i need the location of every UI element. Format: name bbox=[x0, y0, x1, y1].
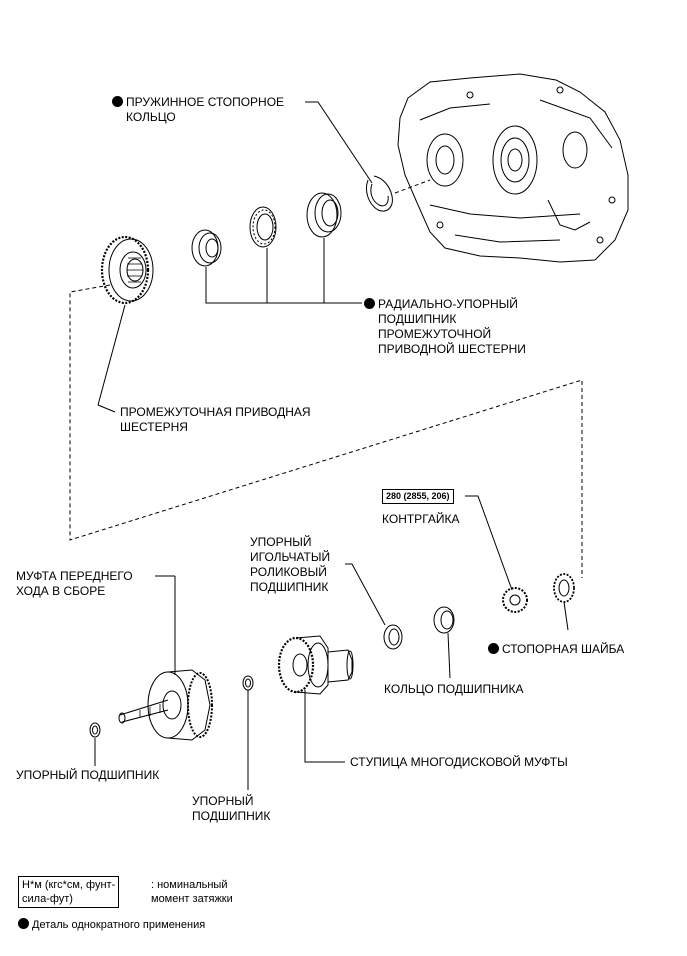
single-use-dot bbox=[364, 298, 375, 309]
idler-gear-shape bbox=[100, 235, 154, 305]
needle-bearing-label-line2: ИГОЛЬЧАТЫЙ bbox=[250, 550, 331, 564]
idler-gear-label-line1: ПРОМЕЖУТОЧНАЯ ПРИВОДНАЯ bbox=[120, 405, 311, 419]
bearing-ring-label: КОЛЬЦО ПОДШИПНИКА bbox=[384, 682, 524, 696]
needle-bearing-label-line4: ПОДШИПНИК bbox=[250, 580, 329, 594]
forward-clutch-shape bbox=[118, 669, 213, 741]
thrust-bearing-shape bbox=[242, 675, 254, 691]
idler-gear-label: ПРОМЕЖУТОЧНАЯ ПРИВОДНАЯ ШЕСТЕРНЯ bbox=[120, 405, 311, 435]
roller-cage bbox=[249, 206, 277, 248]
legend-unit-line2: сила-фут) bbox=[22, 893, 73, 905]
bearing-race-small bbox=[191, 229, 222, 267]
radial-bearing-label-line2: ПОДШИПНИК bbox=[378, 312, 457, 326]
needle-bearing-label: УПОРНЫЙ ИГОЛЬЧАТЫЙ РОЛИКОВЫЙ ПОДШИПНИК bbox=[250, 535, 330, 595]
thrust-bearing-bottom-label: УПОРНЫЙ ПОДШИПНИК bbox=[192, 794, 270, 824]
legend-unit-description: : номинальный момент затяжки bbox=[151, 878, 233, 906]
clutch-hub-label: СТУПИЦА МНОГОДИСКОВОЙ МУФТЫ bbox=[350, 755, 568, 769]
lock-washer-label: СТОПОРНАЯ ШАЙБА bbox=[488, 642, 624, 657]
forward-clutch-label: МУФТА ПЕРЕДНЕГО ХОДА В СБОРЕ bbox=[16, 569, 133, 599]
legend-unit-line1: Н*м (кгс*см, фунт- bbox=[22, 879, 116, 891]
legend-desc-line2: момент затяжки bbox=[151, 893, 233, 905]
thrust-bearing-left-shape bbox=[89, 722, 101, 738]
bearing-ring-shape bbox=[433, 606, 455, 634]
legend-single-use-text: Деталь однократного применения bbox=[32, 919, 206, 931]
snap-ring-label: ПРУЖИННОЕ СТОПОРНОЕ КОЛЬЦО bbox=[112, 95, 284, 125]
snap-ring-label-line2: КОЛЬЦО bbox=[126, 110, 176, 124]
lock-washer-shape bbox=[553, 573, 575, 603]
clutch-hub-shape bbox=[277, 635, 354, 695]
legend-single-use: Деталь однократного применения bbox=[18, 918, 205, 932]
idler-gear-label-line2: ШЕСТЕРНЯ bbox=[120, 420, 188, 434]
legend-unit-box: Н*м (кгс*см, фунт- сила-фут) bbox=[18, 876, 120, 908]
torque-value-box: 280 (2855, 206) bbox=[382, 489, 454, 504]
locknut-shape bbox=[502, 587, 528, 613]
forward-clutch-label-line1: МУФТА ПЕРЕДНЕГО bbox=[16, 569, 133, 583]
radial-bearing-label-line4: ПРИВОДНОЙ ШЕСТЕРНИ bbox=[378, 342, 526, 356]
radial-bearing-label: РАДИАЛЬНО-УПОРНЫЙ ПОДШИПНИК ПРОМЕЖУТОЧНО… bbox=[364, 297, 526, 357]
snap-ring-shape bbox=[365, 175, 393, 212]
radial-bearing-label-line3: ПРОМЕЖУТОЧНОЙ bbox=[378, 327, 492, 341]
legend-desc-line1: : номинальный bbox=[151, 879, 228, 891]
single-use-dot bbox=[488, 643, 499, 654]
forward-clutch-label-line2: ХОДА В СБОРЕ bbox=[16, 584, 106, 598]
needle-bearing-label-line1: УПОРНЫЙ bbox=[250, 535, 312, 549]
needle-bearing-label-line3: РОЛИКОВЫЙ bbox=[250, 565, 327, 579]
transaxle-case bbox=[397, 73, 629, 263]
snap-ring-label-line1: ПРУЖИННОЕ СТОПОРНОЕ bbox=[126, 95, 285, 109]
thrust-bearing-left-label: УПОРНЫЙ ПОДШИПНИК bbox=[16, 768, 160, 782]
thrust-bearing-bottom-line2: ПОДШИПНИК bbox=[192, 809, 271, 823]
locknut-label: КОНТРГАЙКА bbox=[382, 512, 460, 526]
single-use-dot bbox=[112, 96, 123, 107]
radial-bearing-label-line1: РАДИАЛЬНО-УПОРНЫЙ bbox=[378, 297, 518, 311]
needle-bearing-shape bbox=[383, 624, 403, 650]
thrust-bearing-bottom-line1: УПОРНЫЙ bbox=[192, 794, 254, 808]
bearing-race-large bbox=[306, 192, 342, 238]
lock-washer-label-text: СТОПОРНАЯ ШАЙБА bbox=[502, 642, 625, 656]
single-use-dot bbox=[18, 918, 29, 929]
